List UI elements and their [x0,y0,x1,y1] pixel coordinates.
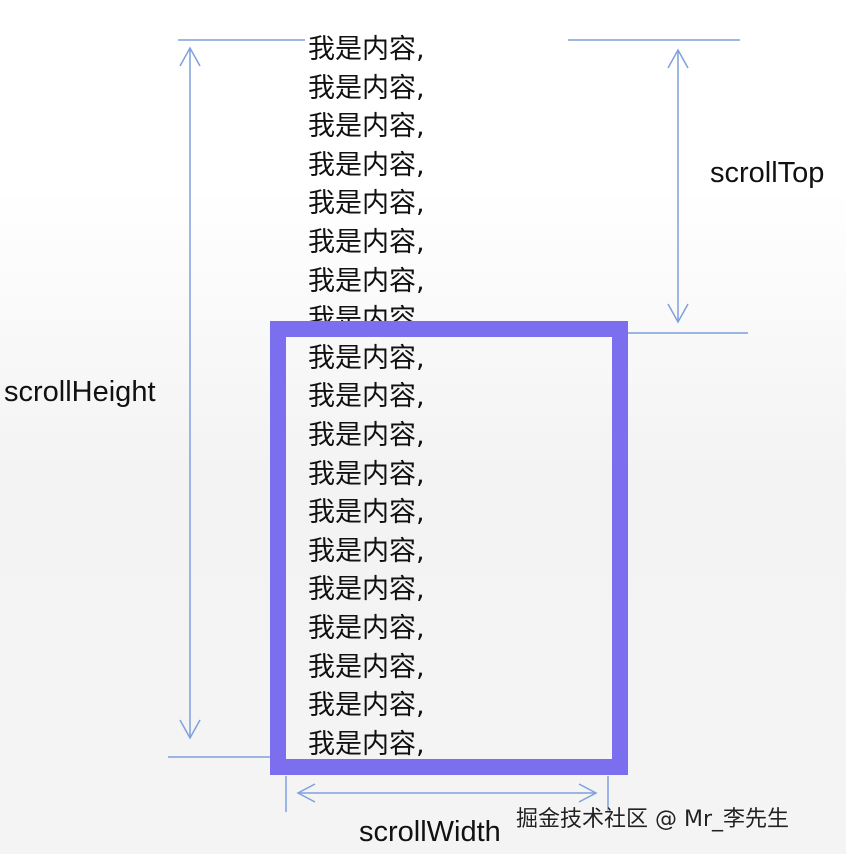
scrollheight-label: scrollHeight [4,376,156,408]
content-line: 我是内容, [308,536,425,567]
content-line: 我是内容, [308,574,425,605]
content-line: 我是内容, [308,381,425,412]
content-line: 我是内容, [308,690,425,721]
content-line: 我是内容, [308,459,425,490]
content-line: 我是内容, [308,188,425,219]
watermark: 掘金技术社区 @ Mr_李先生 [516,807,790,832]
scrolltop-arrow [667,48,689,324]
content-line: 我是内容, [308,652,425,683]
content-line: 我是内容, [308,729,425,760]
content-line: 我是内容, [308,497,425,528]
content-line: 我是内容, [308,73,425,104]
scrollheight-arrow [179,46,201,740]
visible-viewport-box [270,321,628,775]
content-line: 我是内容, [308,420,425,451]
scrollwidth-label: scrollWidth [359,816,501,848]
scrolltop-label: scrollTop [710,157,825,189]
content-line: 我是内容, [308,613,425,644]
content-line: 我是内容, [308,227,425,258]
content-line: 我是内容, [308,34,425,65]
content-line: 我是内容, [308,150,425,181]
content-line: 我是内容, [308,266,425,297]
scrollwidth-arrow [285,776,609,812]
content-line: 我是内容, [308,111,425,142]
content-line: 我是内容, [308,343,425,374]
